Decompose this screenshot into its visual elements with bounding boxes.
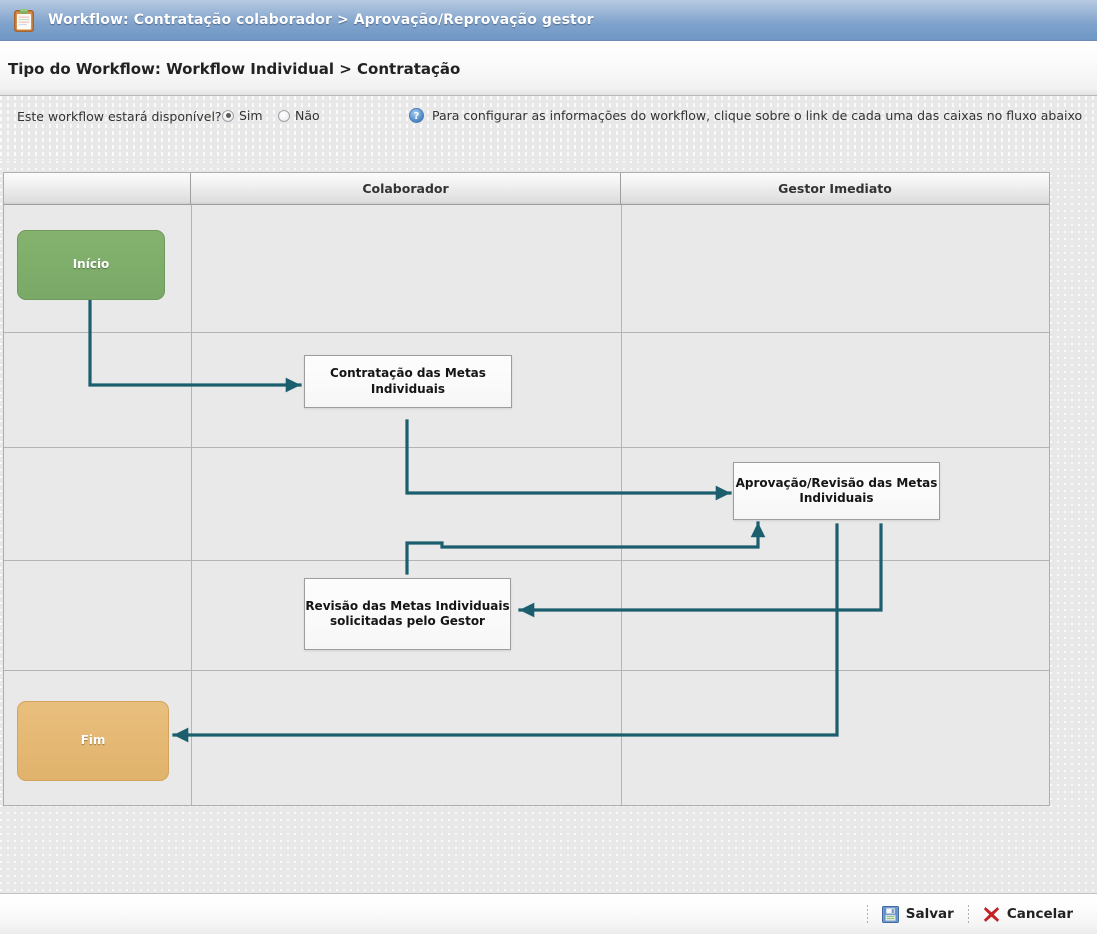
node-revisao-solicitada[interactable]: Revisão das Metas Individuais solicitada…: [304, 578, 511, 650]
floppy-disk-icon: [881, 905, 899, 923]
row-divider-3: [4, 560, 1049, 561]
cancel-button-label: Cancelar: [1006, 906, 1073, 922]
radio-sim-indicator[interactable]: [222, 109, 234, 122]
workflow-diagram: Colaborador Gestor Imediato Início: [3, 172, 1050, 806]
help-hint: ? Para configurar as informações do work…: [409, 108, 1082, 123]
availability-label: Este workflow estará disponível?: [17, 109, 222, 124]
row-divider-1: [4, 332, 1049, 333]
help-text: Para configurar as informações do workfl…: [432, 108, 1083, 123]
footer-bar: Salvar Cancelar: [0, 894, 1097, 934]
swimlane-header-colaborador: Colaborador: [191, 173, 621, 204]
lane-divider-1: [191, 205, 192, 805]
options-row: Este workflow estará disponível? Sim Não…: [0, 96, 1097, 160]
row-divider-4: [4, 670, 1049, 671]
question-mark-icon: ?: [409, 108, 424, 123]
page-title: Tipo do Workflow: Workflow Individual > …: [8, 60, 461, 78]
red-x-icon: [983, 906, 1000, 923]
swimlane-header-gestor: Gestor Imediato: [778, 181, 892, 196]
app-titlebar: Workflow: Contratação colaborador > Apro…: [0, 0, 1097, 41]
row-divider-2: [4, 447, 1049, 448]
breadcrumb: Workflow: Contratação colaborador > Apro…: [48, 12, 594, 28]
radio-sim-label: Sim: [239, 108, 263, 123]
radio-sim[interactable]: Sim: [222, 108, 263, 123]
save-button[interactable]: Salvar: [872, 902, 964, 927]
lane-divider-2: [621, 205, 622, 805]
save-button-label: Salvar: [905, 906, 954, 922]
swimlane-header-blank: [4, 173, 191, 204]
radio-nao-label: Não: [295, 108, 320, 123]
page-title-strip: Tipo do Workflow: Workflow Individual > …: [0, 41, 1097, 96]
node-aprovacao-revisao[interactable]: Aprovação/Revisão das Metas Individuais: [733, 462, 940, 520]
clipboard-icon: [10, 6, 38, 34]
node-inicio[interactable]: Início: [17, 230, 165, 300]
footer-separator: [0, 893, 1097, 894]
node-fim[interactable]: Fim: [17, 701, 169, 781]
radio-nao-indicator[interactable]: [278, 109, 290, 122]
cancel-button[interactable]: Cancelar: [973, 902, 1083, 927]
footer-separator-dots-1: [866, 905, 868, 923]
node-contratacao-metas[interactable]: Contratação das Metas Individuais: [304, 355, 512, 408]
radio-nao[interactable]: Não: [278, 108, 320, 123]
footer-separator-dots-2: [967, 905, 969, 923]
swimlane-header: Colaborador Gestor Imediato: [4, 173, 1049, 205]
